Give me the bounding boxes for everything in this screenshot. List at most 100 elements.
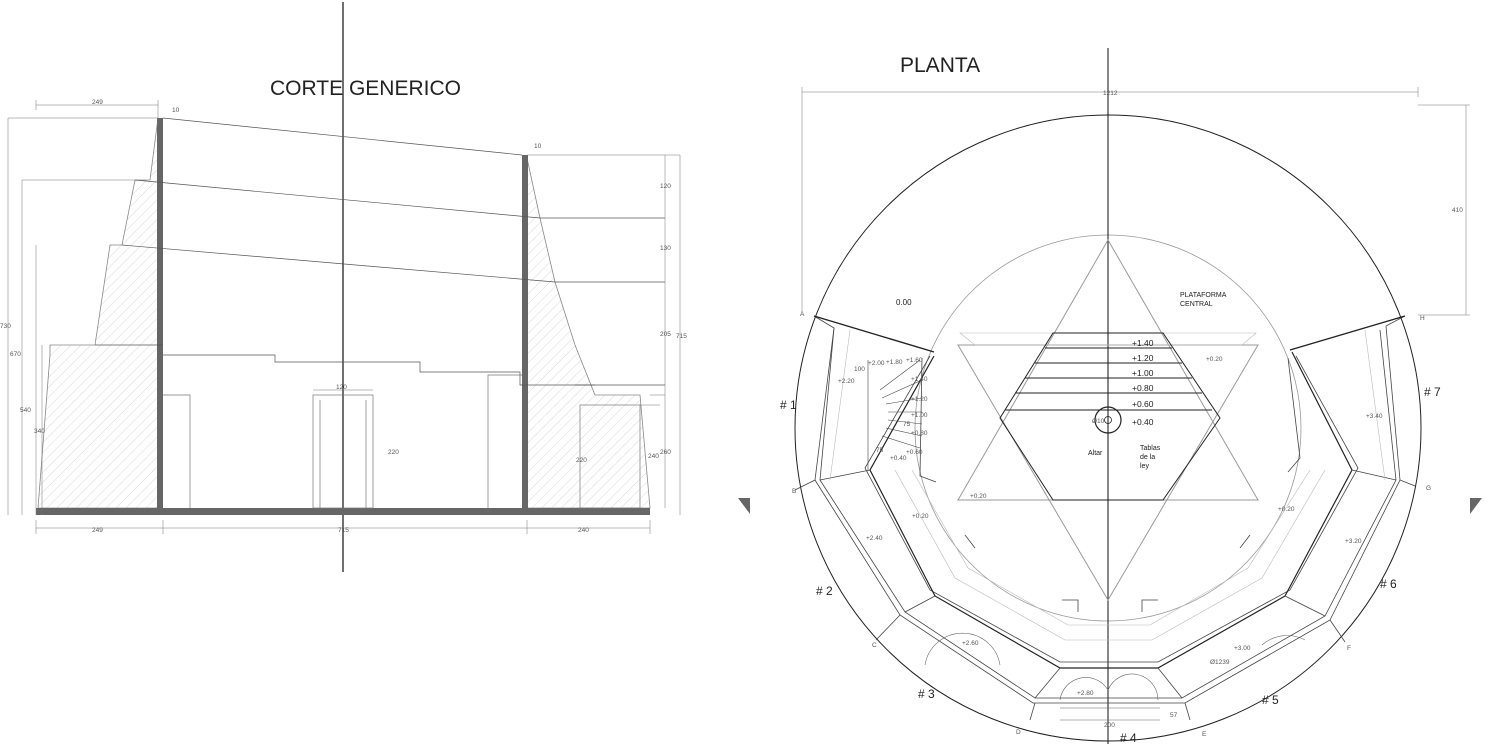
section-number-3: # 3 xyxy=(918,687,935,701)
aisle-level-1: +0.20 xyxy=(1206,356,1223,363)
step-level-3: +1.60 xyxy=(906,357,923,364)
bottom-dim-57: 57 xyxy=(1170,712,1178,719)
point-E: E xyxy=(1202,731,1207,738)
dim-right-wall: 10 xyxy=(534,143,542,150)
section-marker-left xyxy=(738,498,750,514)
section-number-6: # 6 xyxy=(1380,577,1397,591)
point-letters: A B C D E F G H xyxy=(792,311,1431,738)
aisle-level-4: +0.20 xyxy=(1278,506,1295,513)
step-level-7: +0.80 xyxy=(911,430,928,437)
dim-door-width: 120 xyxy=(336,384,347,391)
ceiling-lines xyxy=(95,117,665,386)
plan-drawing: PLANTA 1212 410 xyxy=(738,48,1482,744)
plan-dimension-lines xyxy=(801,87,1470,316)
section-number-4: # 4 xyxy=(1120,731,1137,744)
tablas-label-2: de la xyxy=(1140,454,1155,461)
step-level-8: +0.60 xyxy=(906,449,923,456)
dim-top-wall: 10 xyxy=(172,107,180,114)
section-dimension-lines xyxy=(7,100,681,534)
dim-r240: 240 xyxy=(648,453,659,460)
left-tribune-hatch xyxy=(37,117,159,509)
step-level-5: +1.20 xyxy=(911,396,928,403)
section-title: CORTE GENERICO xyxy=(270,77,461,100)
platform-levels: +1.40 +1.20 +1.00 +0.80 +0.60 +0.40 xyxy=(1132,338,1154,427)
point-B: B xyxy=(792,488,796,495)
plan-title: PLANTA xyxy=(900,54,980,77)
altar-label: Altar xyxy=(1088,450,1103,457)
sector-level-1: +2.20 xyxy=(838,378,855,385)
aisle-rows xyxy=(829,329,1386,641)
central-platform xyxy=(999,332,1221,501)
dim-r260: 260 xyxy=(660,449,671,456)
platform-label-1: PLATAFORMA xyxy=(1180,292,1227,299)
point-A: A xyxy=(800,311,805,318)
platform-level-3: +1.00 xyxy=(1132,368,1154,378)
dim-side-door-height: 220 xyxy=(576,457,587,464)
step-level-1: +2.00 xyxy=(868,360,885,367)
point-F: F xyxy=(1347,645,1351,652)
platform-level-1: +1.40 xyxy=(1132,338,1154,348)
aisle-level-3: +0.20 xyxy=(912,513,929,520)
dim-r205: 205 xyxy=(660,331,671,338)
section-dimension-labels: 249 10 10 730 670 540 340 120 130 205 71… xyxy=(0,99,687,534)
step-level-4: +1.40 xyxy=(911,376,928,383)
right-tribune-hatch xyxy=(526,157,651,509)
sector-level-6: +3.20 xyxy=(1345,538,1362,545)
platform-label-2: CENTRAL xyxy=(1180,301,1213,308)
dim-bottom-left: 249 xyxy=(92,527,103,534)
stair-detail xyxy=(867,359,923,470)
platform-level-5: +0.60 xyxy=(1132,399,1154,409)
seating-ring xyxy=(794,315,1416,721)
stair-dim-75b: 75 xyxy=(903,421,911,428)
floor-slab xyxy=(36,508,650,515)
sector-level-7: +3.40 xyxy=(1366,413,1383,420)
openings xyxy=(163,374,641,509)
sector-levels: +2.20 +2.40 +2.60 +2.80 +3.00 +3.20 +3.4… xyxy=(838,378,1383,697)
diameter-note: Ø1239 xyxy=(1210,659,1230,666)
aisle-level-2: +0.20 xyxy=(970,493,987,500)
dim-540: 540 xyxy=(20,407,31,414)
plan-diameter-dim: 1212 xyxy=(1103,90,1118,97)
step-level-9: +0.40 xyxy=(890,455,907,462)
point-H: H xyxy=(1420,315,1425,322)
platform-level-4: +0.80 xyxy=(1132,383,1154,393)
section-numbers: # 1 # 2 # 3 # 4 # 5 # 6 # 7 xyxy=(780,385,1441,744)
point-G: G xyxy=(1426,485,1431,492)
tablas-label-3: ley xyxy=(1140,463,1149,470)
aisle-levels: +0.20 +0.20 +0.20 +0.20 xyxy=(912,356,1295,520)
vault-arcs xyxy=(924,632,1306,721)
dim-total-height: 730 xyxy=(0,323,11,330)
sector-level-3: +2.60 xyxy=(962,640,979,647)
platform-level-6: +0.40 xyxy=(1132,417,1154,427)
dim-r120: 120 xyxy=(660,183,671,190)
section-marker-right xyxy=(1470,498,1482,514)
dim-670: 670 xyxy=(10,351,21,358)
dim-r715: 715 xyxy=(676,333,687,340)
dim-bottom-mid: 715 xyxy=(338,527,349,534)
section-number-7: # 7 xyxy=(1424,385,1441,399)
floor-level: 0.00 xyxy=(896,298,912,307)
altar-center xyxy=(1104,416,1112,424)
altar-center-mark: Ø10 xyxy=(1092,418,1105,425)
stair-step-levels: +2.00 +1.80 +1.60 +1.40 +1.20 +1.00 +0.8… xyxy=(868,357,928,462)
tablas-label-1: Tablas xyxy=(1140,445,1161,452)
platform-steps xyxy=(1005,347,1212,411)
sector-level-2: +2.40 xyxy=(866,535,883,542)
section-number-5: # 5 xyxy=(1262,693,1279,707)
step-level-6: +1.00 xyxy=(911,412,928,419)
bottom-dim-200: 200 xyxy=(1104,722,1115,729)
point-D: D xyxy=(1016,729,1021,736)
stair-dim-100: 100 xyxy=(854,366,865,373)
point-C: C xyxy=(872,642,877,649)
section-number-1: # 1 xyxy=(780,398,797,412)
sector-level-4: +2.80 xyxy=(1077,690,1094,697)
dim-bottom-right: 240 xyxy=(578,527,589,534)
left-wall xyxy=(157,118,163,508)
section-number-2: # 2 xyxy=(816,584,833,598)
sector-level-5: +3.00 xyxy=(1234,645,1251,652)
section-drawing: CORTE GENERICO xyxy=(0,2,687,572)
dim-r130: 130 xyxy=(660,245,671,252)
altar-circle xyxy=(1094,406,1122,434)
platform-level-2: +1.20 xyxy=(1132,353,1154,363)
